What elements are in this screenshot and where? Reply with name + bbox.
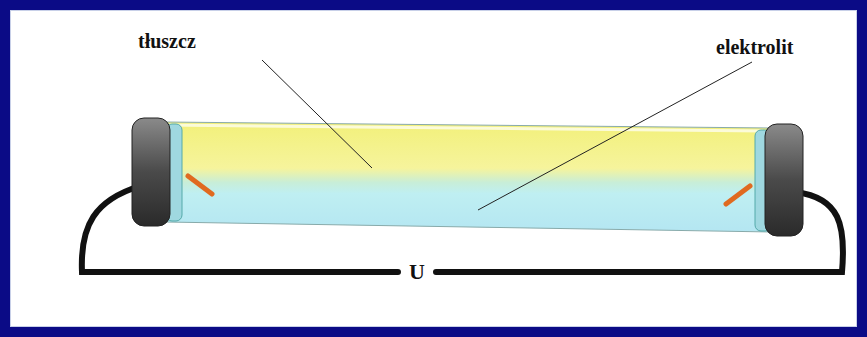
part-label: tłuszcz bbox=[138, 30, 196, 52]
glass-highlight bbox=[165, 125, 772, 131]
leader-line bbox=[478, 62, 752, 210]
electrode bbox=[188, 176, 212, 194]
electrode bbox=[726, 186, 750, 204]
leader-line bbox=[262, 60, 372, 168]
tube bbox=[165, 122, 772, 232]
end-cap bbox=[132, 118, 170, 226]
part-label: elektrolit bbox=[716, 36, 793, 58]
end-cap bbox=[765, 124, 803, 236]
voltage-label: U bbox=[403, 260, 431, 284]
